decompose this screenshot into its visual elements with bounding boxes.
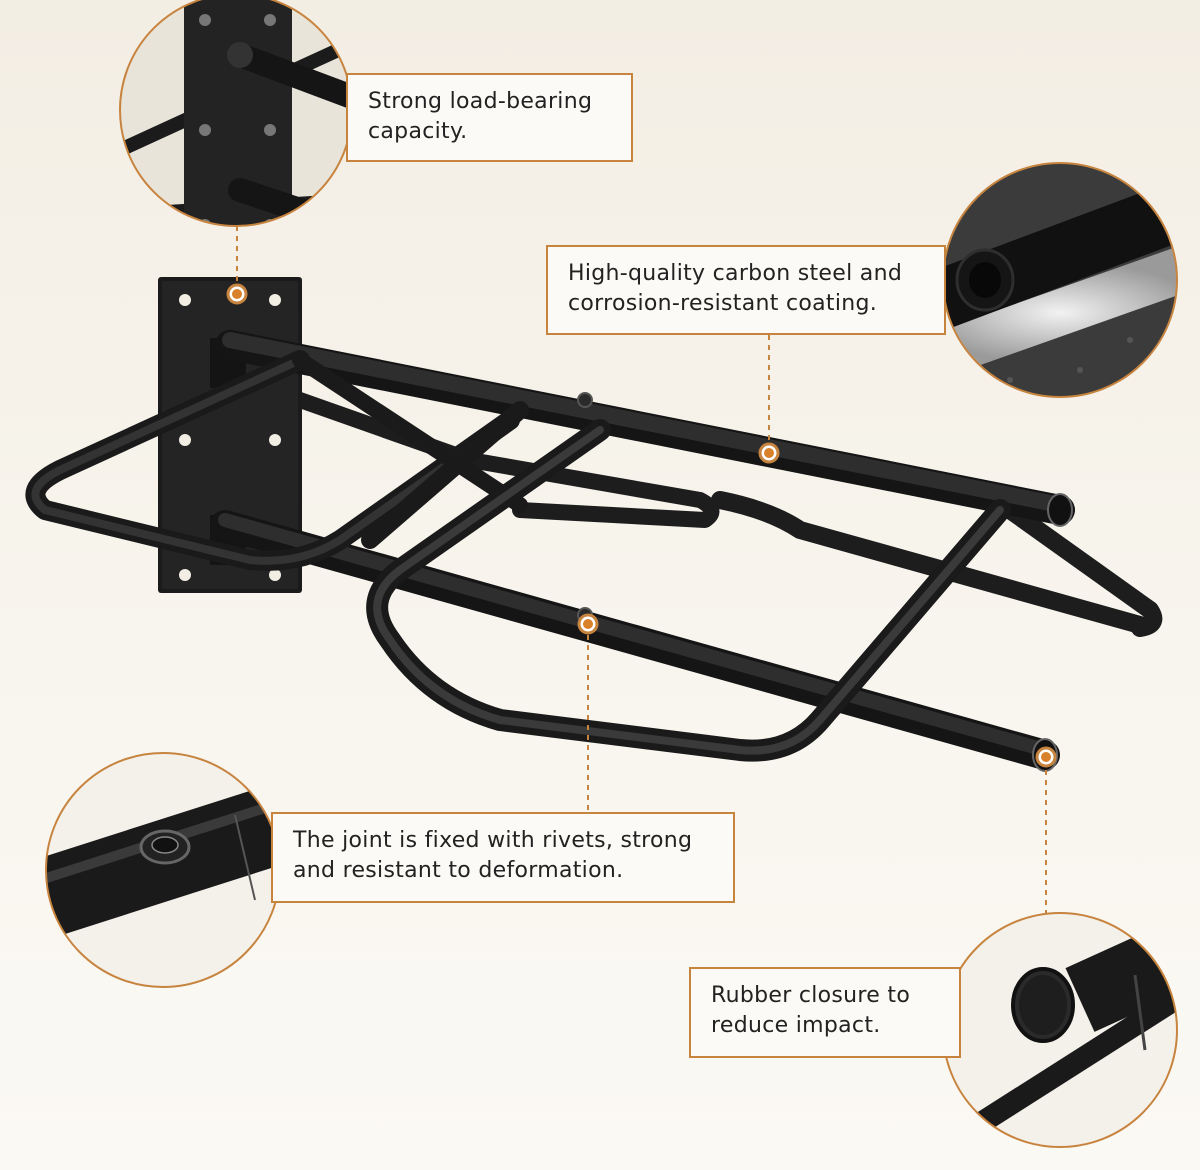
callout-steel-line-1: High-quality carbon steel and: [568, 261, 903, 286]
detail-circle-joint: [45, 752, 281, 988]
detail-circle-steel: [942, 162, 1178, 398]
callout-rubber-line-1: Rubber closure to: [711, 983, 911, 1008]
callout-rivet-joint: The joint is fixed with rivets, strong a…: [271, 812, 735, 903]
callout-load-line-2: capacity.: [368, 119, 468, 144]
callout-rubber-closure: Rubber closure to reduce impact.: [689, 967, 961, 1058]
callout-steel-line-2: corrosion-resistant coating.: [568, 291, 878, 316]
callout-joint-line-2: and resistant to deformation.: [293, 858, 624, 883]
callout-joint-line-1: The joint is fixed with rivets, strong: [293, 828, 693, 853]
callout-carbon-steel: High-quality carbon steel and corrosion-…: [546, 245, 946, 335]
wall-rack: [25, 277, 1163, 772]
markers: [226, 283, 1057, 768]
callout-load-bearing: Strong load-bearing capacity.: [346, 73, 633, 162]
detail-circle-plate: [119, 0, 353, 227]
callout-load-line-1: Strong load-bearing: [368, 89, 593, 114]
detail-circle-rubber: [942, 912, 1178, 1148]
leader-lines: [236, 226, 1047, 913]
callout-rubber-line-2: reduce impact.: [711, 1013, 881, 1038]
